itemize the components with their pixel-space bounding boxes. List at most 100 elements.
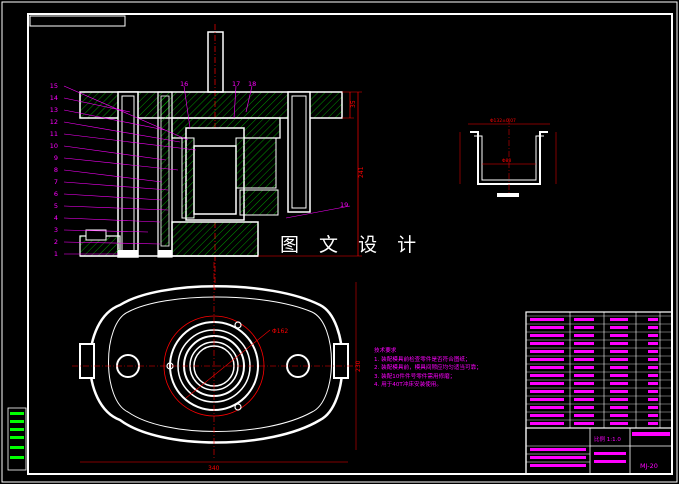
part-number-label: 4 [54, 214, 58, 222]
parts-list-cell-text [610, 334, 628, 337]
parts-list-cell-text [648, 342, 658, 345]
part-number-label: 18 [248, 80, 256, 88]
dim-plan-width: 340 [208, 465, 220, 472]
parts-list-cell-text [574, 318, 594, 321]
parts-list-cell-text [648, 374, 658, 377]
lower-die-plate [171, 221, 259, 257]
parts-list-cell-text [530, 334, 564, 337]
part-number-label: 8 [54, 166, 58, 174]
part-number-label: 7 [54, 178, 58, 186]
detail-dim-top: Φ132±0.07 [490, 118, 516, 124]
parts-list-cell-text [648, 326, 658, 329]
part-number-label: 13 [50, 106, 58, 114]
part-number-label: 14 [50, 94, 58, 102]
parts-list-cell-text [530, 318, 564, 321]
parts-list-cell-text [610, 398, 628, 401]
part-detail [459, 118, 557, 197]
parts-list-cell-text [574, 390, 594, 393]
dim-plan-height: 230 [355, 360, 362, 372]
parts-list-cell-text [610, 366, 628, 369]
part-number-label: 2 [54, 238, 58, 246]
parts-list-cell-text [574, 334, 594, 337]
left-leaders [63, 85, 351, 255]
inner-border [27, 13, 673, 475]
parts-list-cell-text [574, 374, 594, 377]
parts-list-cell-text [530, 350, 564, 353]
parts-list-cell-text [610, 406, 628, 409]
parts-list-cell-text [530, 406, 564, 409]
part-number-label: 1 [54, 250, 58, 258]
parts-list-cell-text [530, 326, 564, 329]
parts-list-cell-text [530, 366, 564, 369]
parts-list-cell-text [530, 342, 564, 345]
notes-item: 2. 装配模具前，模具间隙应均匀适当可靠； [374, 365, 482, 371]
parts-list-cell-text [610, 414, 628, 417]
parts-list-cell-text [648, 358, 658, 361]
scale-label: 比例 1:1.0 [594, 435, 621, 443]
parts-list-cell-text [648, 398, 658, 401]
parts-list-cell-text [648, 390, 658, 393]
parts-list-cell-text [610, 358, 628, 361]
detail-dim-bottom: Φ88 [502, 158, 511, 164]
watermark-text: 图 文 设 计 [280, 234, 424, 256]
parts-list-cell-text [610, 318, 628, 321]
parts-list [525, 311, 673, 475]
parts-list-cell-text [610, 326, 628, 329]
plan-view [72, 262, 357, 463]
parts-list-cell-text [610, 382, 628, 385]
part-number-label: 15 [50, 82, 58, 90]
part-number-label: 5 [54, 202, 58, 210]
parts-list-cell-text [530, 390, 564, 393]
parts-list-cell-text [530, 374, 564, 377]
parts-list-cell-text [574, 422, 594, 425]
parts-list-cell-text [574, 366, 594, 369]
parts-list-cell-text [610, 342, 628, 345]
title-tag-top [29, 15, 126, 27]
notes-item: 4. 用于40T冲床安装使用。 [374, 382, 442, 388]
parts-list-cell-text [610, 350, 628, 353]
part-number-label: 3 [54, 226, 58, 234]
parts-list-cell-text [574, 326, 594, 329]
part-number-label: 12 [50, 118, 58, 126]
parts-list-cell-text [574, 358, 594, 361]
dim-35: 35 [350, 100, 357, 108]
punch-shank [207, 31, 224, 93]
parts-list-cell-text [574, 350, 594, 353]
revision-strip [7, 407, 27, 471]
dim-241: 241 [358, 166, 365, 178]
section-view [79, 24, 362, 290]
parts-list-cell-text [530, 398, 564, 401]
parts-list-cell-text [648, 350, 658, 353]
parts-list-cell-text [610, 374, 628, 377]
parts-list-cell-text [648, 382, 658, 385]
part-number-label: 10 [50, 142, 58, 150]
part-number-label: 9 [54, 154, 58, 162]
parts-list-cell-text [648, 366, 658, 369]
parts-list-cell-text [648, 422, 658, 425]
parts-list-cell-text [574, 382, 594, 385]
part-number-label: 6 [54, 190, 58, 198]
technical-requirements: 技术要求 1. 装配模具前检查零件是否符合图纸； 2. 装配模具前，模具间隙应均… [374, 347, 482, 390]
parts-list-cell-text [574, 414, 594, 417]
notes-title: 技术要求 [374, 348, 397, 354]
part-number-label: 17 [232, 80, 240, 88]
part-number-label: 11 [50, 130, 58, 138]
parts-list-cell-text [648, 334, 658, 337]
dim-circle: Φ162 [272, 328, 288, 335]
flange-outline [88, 285, 344, 444]
parts-list-cell-text [530, 382, 564, 385]
parts-list-cell-text [648, 318, 658, 321]
notes-item: 3. 装配10件件号零件需用修磨； [374, 373, 456, 380]
parts-list-cell-text [648, 406, 658, 409]
parts-list-cell-text [574, 342, 594, 345]
notes-item: 1. 装配模具前检查零件是否符合图纸； [374, 356, 471, 363]
part-number-label: 16 [180, 80, 188, 88]
parts-list-cell-text [574, 398, 594, 401]
parts-list-cell-text [530, 414, 564, 417]
parts-list-cell-text [610, 390, 628, 393]
parts-list-cell-text [530, 358, 564, 361]
drawing-number: MJ-20 [640, 462, 658, 470]
part-number-19: 19 [340, 201, 348, 209]
